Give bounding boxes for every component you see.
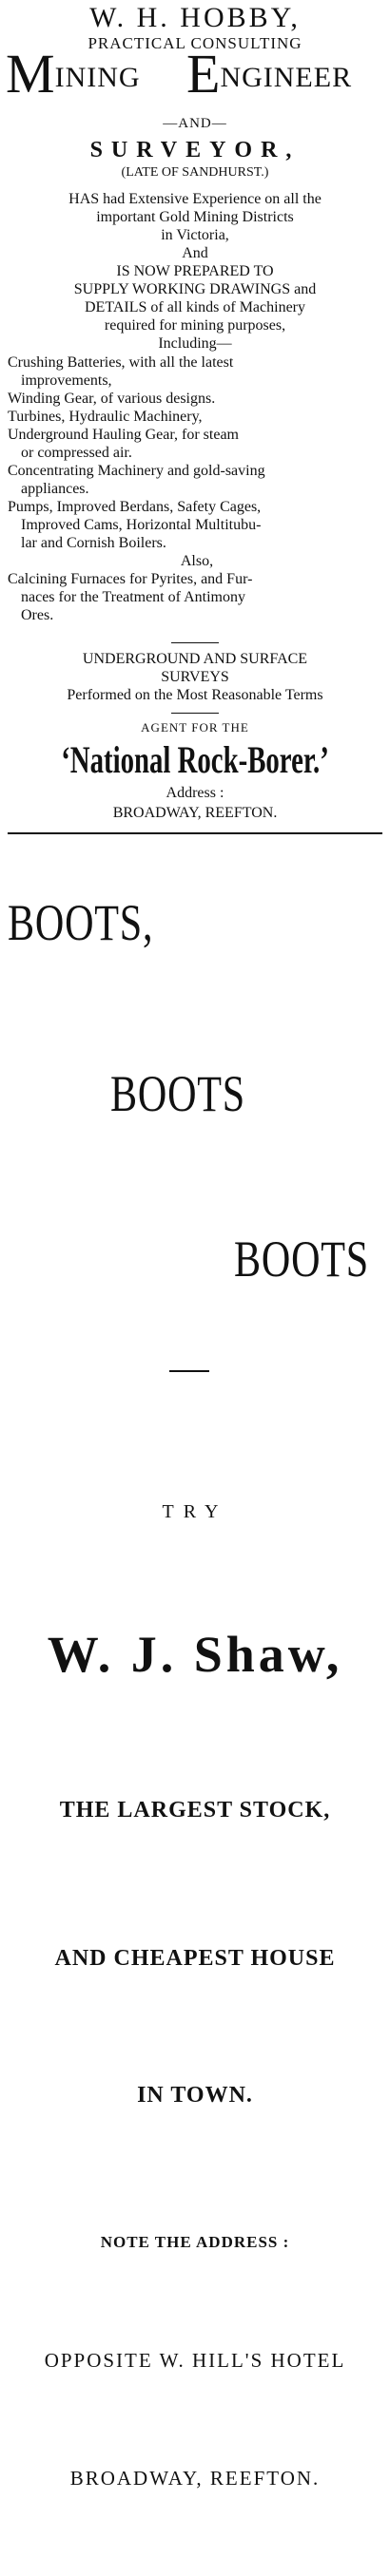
- list-item: Ores.: [21, 607, 54, 623]
- list-item: Underground Hauling Gear, for steam: [8, 427, 239, 443]
- intro-line: HAS had Extensive Experience on all the: [68, 191, 322, 207]
- surveyor-title: SURVEYOR,: [89, 138, 301, 162]
- also-label: Also,: [180, 553, 214, 569]
- list-item: or compressed air.: [21, 445, 132, 461]
- intro-line: required for mining purposes,: [104, 317, 286, 334]
- opposite-hotel: OPPOSITE W. HILL'S HOTEL: [44, 2349, 346, 2372]
- intro-text: HAS had Extensive Experience on all the …: [0, 190, 390, 353]
- list-item: lar and Cornish Boilers.: [21, 535, 166, 551]
- list-item: Winding Gear, of various designs.: [8, 391, 216, 407]
- intro-line: SUPPLY WORKING DRAWINGS and: [73, 281, 317, 297]
- practical-consulting: PRACTICAL CONSULTING: [88, 34, 302, 52]
- intro-line: DETAILS of all kinds of Machinery: [85, 299, 305, 315]
- cheapest-house: AND CHEAPEST HOUSE: [54, 1946, 336, 1971]
- ad1-heading-lower: —AND— SURVEYOR, (LATE OF SANDHURST.): [0, 116, 390, 181]
- surveys-line: SURVEYS: [161, 669, 229, 685]
- list-item: Turbines, Hydraulic Machinery,: [8, 409, 203, 425]
- title-mining: INING: [54, 62, 141, 93]
- shaw-name: W. J. Shaw,: [47, 1626, 343, 1683]
- divider: [169, 1370, 209, 1372]
- list-item: naces for the Treatment of Antimony: [21, 589, 245, 605]
- ad-separator-rule: [8, 832, 382, 834]
- list-item: Pumps, Improved Berdans, Safety Cages,: [8, 499, 262, 515]
- divider: [171, 642, 219, 643]
- list-item: improvements,: [21, 372, 112, 389]
- list-item: Improved Cams, Horizontal Multitubu-: [21, 517, 262, 533]
- divider: [171, 713, 219, 714]
- boots-line-2: BOOTS: [110, 1065, 245, 1122]
- address-label: Address :: [166, 785, 224, 801]
- mining-engineer-title: MINING ENGINEER: [0, 47, 390, 110]
- list-item: Calcining Furnaces for Pyrites, and Fur-: [8, 571, 253, 587]
- advertiser-name: W. H. HOBBY,: [89, 2, 301, 33]
- intro-line: Including—: [158, 335, 232, 352]
- intro-line: important Gold Mining Districts: [96, 209, 294, 225]
- and-separator: —AND—: [163, 116, 227, 131]
- title-initial-m: M: [6, 43, 55, 105]
- address-value: BROADWAY, REEFTON.: [112, 805, 278, 821]
- machinery-list: Crushing Batteries, with all the latest …: [8, 353, 386, 624]
- surveys-section: UNDERGROUND AND SURFACE SURVEYS Performe…: [0, 650, 390, 704]
- note-address: NOTE THE ADDRESS :: [100, 2233, 290, 2251]
- agent-label: AGENT FOR THE: [141, 720, 249, 735]
- intro-line: in Victoria,: [161, 227, 229, 243]
- largest-stock: THE LARGEST STOCK,: [59, 1798, 331, 1822]
- intro-line: And: [182, 245, 208, 261]
- boots-line-1: BOOTS,: [8, 894, 154, 951]
- list-item: Concentrating Machinery and gold-saving: [8, 463, 265, 479]
- agent-section: AGENT FOR THE ‘National Rock-Borer.’ Add…: [0, 720, 390, 822]
- intro-line: IS NOW PREPARED TO: [116, 263, 274, 279]
- performed-line: Performed on the Most Reasonable Terms: [67, 687, 323, 703]
- in-town: IN TOWN.: [137, 2083, 253, 2108]
- list-item: appliances.: [21, 481, 89, 497]
- late-of-sandhurst: (LATE OF SANDHURST.): [121, 165, 269, 180]
- boots-line-3: BOOTS: [234, 1231, 369, 1288]
- national-rock-borer: ‘National Rock-Borer.’: [61, 738, 329, 781]
- surveys-line: UNDERGROUND AND SURFACE: [82, 651, 308, 667]
- title-initial-e: E: [186, 43, 221, 105]
- title-engineer: NGINEER: [220, 62, 353, 93]
- try-label: TRY: [162, 1501, 228, 1522]
- list-item: Crushing Batteries, with all the latest: [8, 354, 234, 371]
- ad-hobby: W. H. HOBBY, PRACTICAL CONSULTING: [0, 2, 390, 53]
- broadway-reefton: BROADWAY, REEFTON.: [69, 2467, 321, 2490]
